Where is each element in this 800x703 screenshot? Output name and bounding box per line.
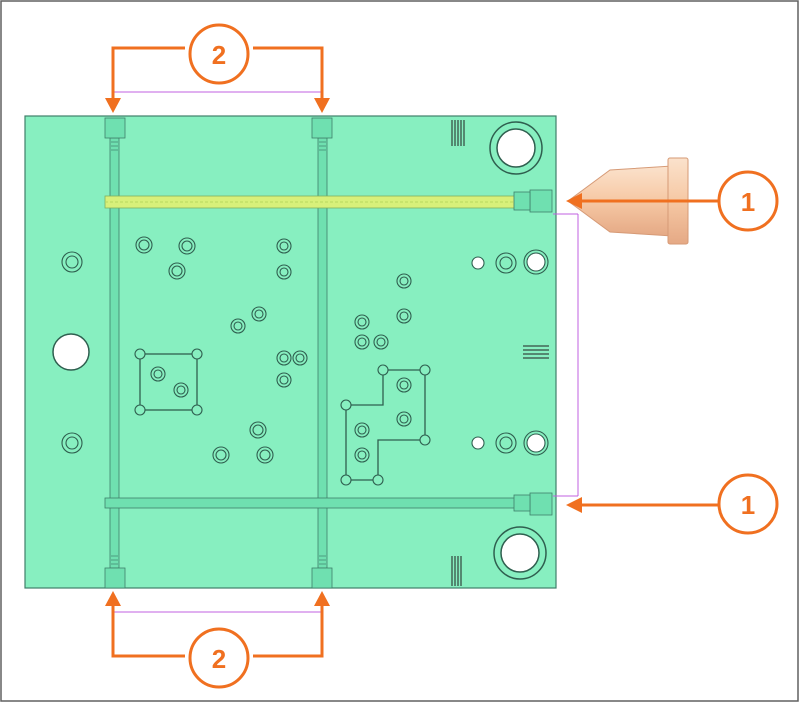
insert-pocket-stepped	[340, 364, 431, 486]
callout-top-bracket	[105, 46, 330, 113]
insert-pocket-square	[134, 348, 203, 416]
callout-top-badge: 2	[188, 23, 250, 85]
white-holes	[471, 249, 549, 456]
vent-marks	[451, 120, 549, 586]
callout-nozzle-badge: 1	[717, 170, 779, 232]
callout-nozzle-arrow	[566, 193, 718, 209]
dimension-lines	[113, 91, 579, 613]
horizontal-channel-top-highlighted	[104, 195, 526, 209]
callout-bottom-number: 2	[212, 644, 226, 674]
callout-nozzle-number: 1	[741, 187, 755, 217]
callout-lower-right-arrow	[566, 497, 718, 513]
callout-bottom-badge: 2	[188, 627, 250, 689]
channel-fittings	[104, 117, 553, 589]
callout-lower-right-number: 1	[741, 490, 755, 520]
ejector-holes	[61, 236, 517, 464]
mold-plate	[24, 115, 557, 589]
callout-bottom-bracket	[105, 591, 330, 658]
thread-marks	[111, 141, 326, 565]
callout-lower-right-badge: 1	[717, 473, 779, 535]
guide-holes	[52, 121, 547, 580]
horizontal-channel-bottom	[104, 497, 526, 509]
callout-top-number: 2	[212, 40, 226, 70]
